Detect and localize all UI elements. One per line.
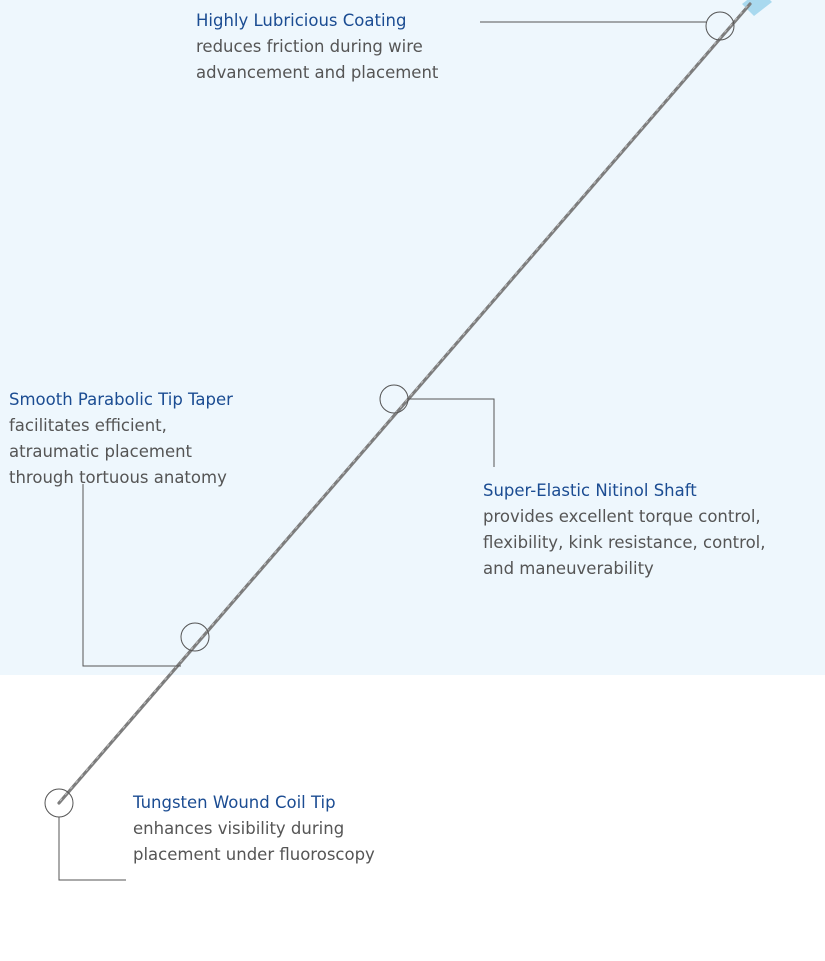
callout-title: Super-Elastic Nitinol Shaft: [483, 481, 697, 500]
callout-parabolic-tip-taper: Smooth Parabolic Tip Taper facilitates e…: [9, 387, 233, 491]
callout-title: Smooth Parabolic Tip Taper: [9, 390, 233, 409]
callout-description: facilitates efficient, atraumatic placem…: [9, 416, 227, 487]
callout-description: enhances visibility during placement und…: [133, 819, 375, 864]
shaft-marker-circle: [379, 384, 409, 414]
coating-marker-circle: [705, 11, 735, 41]
callout-description: reduces friction during wire advancement…: [196, 37, 439, 82]
callout-description: provides excellent torque control, flexi…: [483, 507, 766, 578]
shaft-connector-line: [408, 398, 495, 467]
callout-tungsten-coil-tip: Tungsten Wound Coil Tip enhances visibil…: [133, 790, 375, 868]
callout-lubricious-coating: Highly Lubricious Coating reduces fricti…: [196, 8, 438, 86]
callout-nitinol-shaft: Super-Elastic Nitinol Shaft provides exc…: [483, 478, 766, 582]
callout-title: Tungsten Wound Coil Tip: [133, 793, 336, 812]
guidewire-shaft: [57, 2, 752, 805]
taper-marker-circle: [180, 622, 210, 652]
light-blue-background-band: [0, 0, 825, 675]
tip-connector-line: [58, 817, 126, 881]
taper-connector-line: [82, 484, 181, 667]
callout-title: Highly Lubricious Coating: [196, 11, 407, 30]
